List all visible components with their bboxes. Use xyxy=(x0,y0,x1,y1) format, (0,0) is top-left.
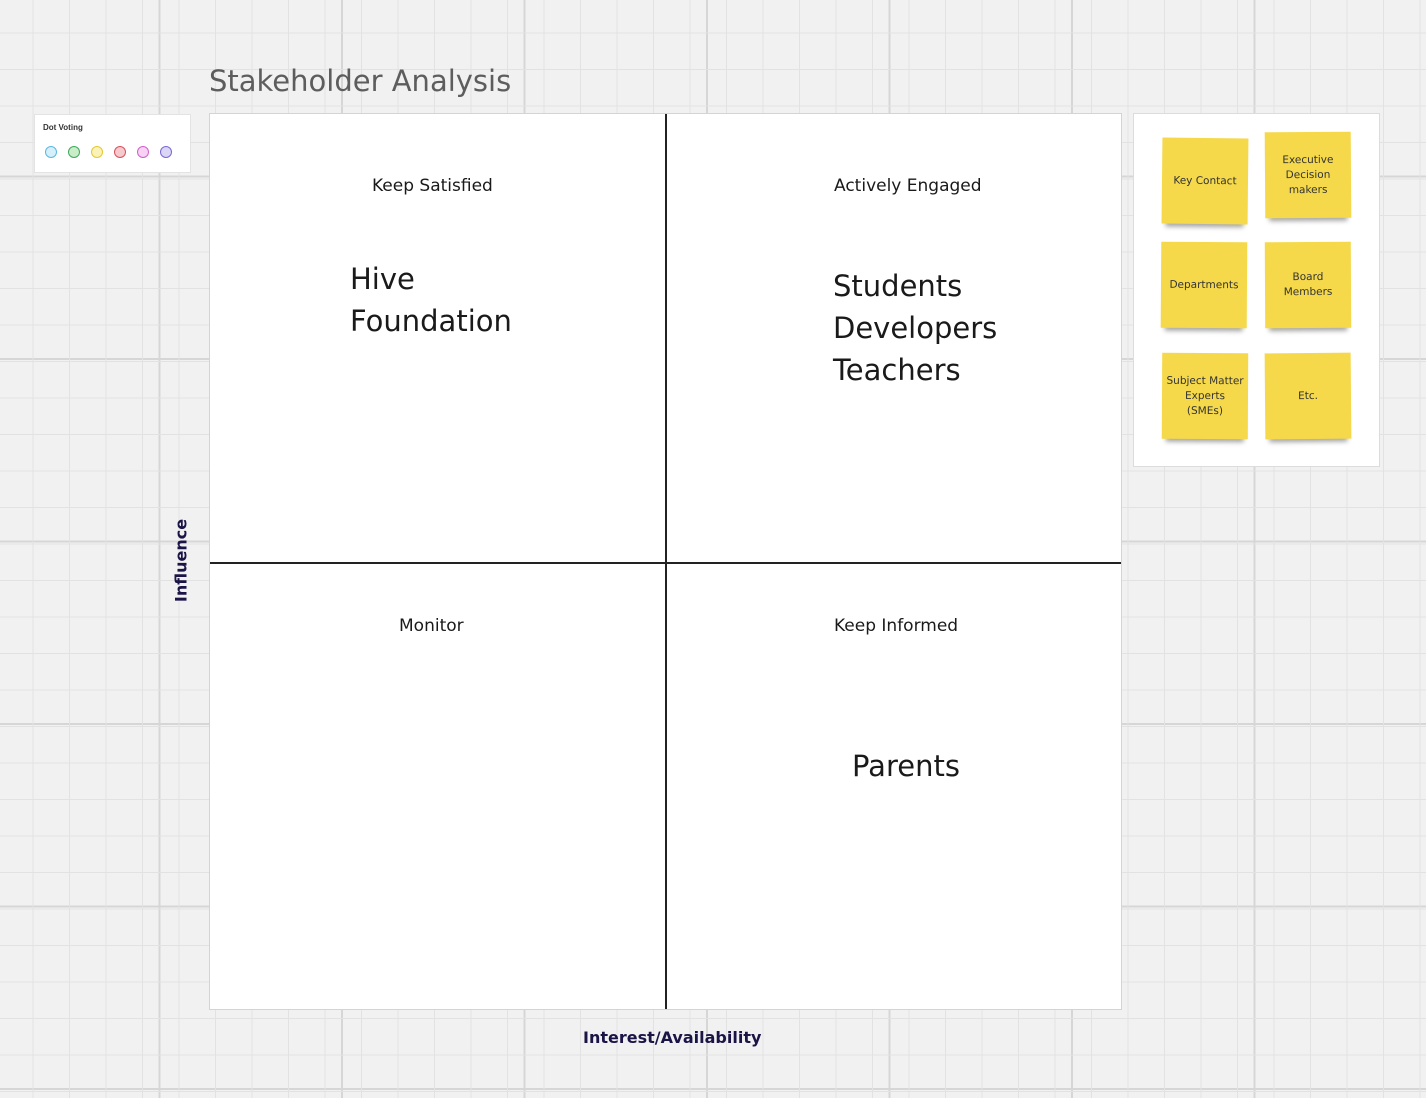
sticky-note-board-members[interactable]: Board Members xyxy=(1264,241,1352,329)
dot-pink[interactable] xyxy=(137,146,149,158)
dot-blue[interactable] xyxy=(45,146,57,158)
dot-yellow[interactable] xyxy=(91,146,103,158)
quadrant-label-keep-informed: Keep Informed xyxy=(834,616,959,636)
dot-green[interactable] xyxy=(68,146,80,158)
horizontal-divider xyxy=(210,562,1121,564)
stakeholder-item: Students xyxy=(833,269,963,303)
stakeholders-keep-satisfied[interactable]: Hive Foundation xyxy=(350,258,512,342)
y-axis-label: Influence xyxy=(171,518,191,603)
stakeholder-item: Hive xyxy=(350,262,415,296)
x-axis-label: Interest/Availability xyxy=(583,1028,762,1047)
stakeholder-item: Foundation xyxy=(350,304,512,338)
quadrant-label-keep-satisfied: Keep Satisfied xyxy=(372,176,493,196)
sticky-note-key-contact[interactable]: Key Contact xyxy=(1161,137,1249,225)
dot-voting-widget[interactable]: Dot Voting xyxy=(34,114,191,173)
sticky-note-executive-decision-makers[interactable]: Executive Decision makers xyxy=(1264,131,1352,219)
sticky-note-panel: Key Contact Executive Decision makers De… xyxy=(1133,113,1380,467)
dot-red[interactable] xyxy=(114,146,126,158)
stakeholder-item: Developers xyxy=(833,311,998,345)
dot-purple[interactable] xyxy=(160,146,172,158)
stakeholders-actively-engaged[interactable]: Students Developers Teachers xyxy=(833,265,997,391)
stakeholder-item: Parents xyxy=(852,749,960,783)
stakeholder-item: Teachers xyxy=(833,353,961,387)
stakeholders-keep-informed[interactable]: Parents xyxy=(852,745,960,787)
sticky-note-smes[interactable]: Subject Matter Experts (SMEs) xyxy=(1161,352,1249,440)
quadrant-label-monitor: Monitor xyxy=(399,616,464,636)
sticky-note-departments[interactable]: Departments xyxy=(1160,241,1248,329)
dot-voting-title: Dot Voting xyxy=(43,123,83,132)
board-title: Stakeholder Analysis xyxy=(209,64,512,98)
sticky-note-etc[interactable]: Etc. xyxy=(1264,352,1352,440)
dot-palette xyxy=(45,146,172,158)
vertical-divider xyxy=(665,114,667,1009)
stakeholder-matrix[interactable]: Keep Satisfied Actively Engaged Monitor … xyxy=(209,113,1122,1010)
quadrant-label-actively-engaged: Actively Engaged xyxy=(834,176,982,196)
